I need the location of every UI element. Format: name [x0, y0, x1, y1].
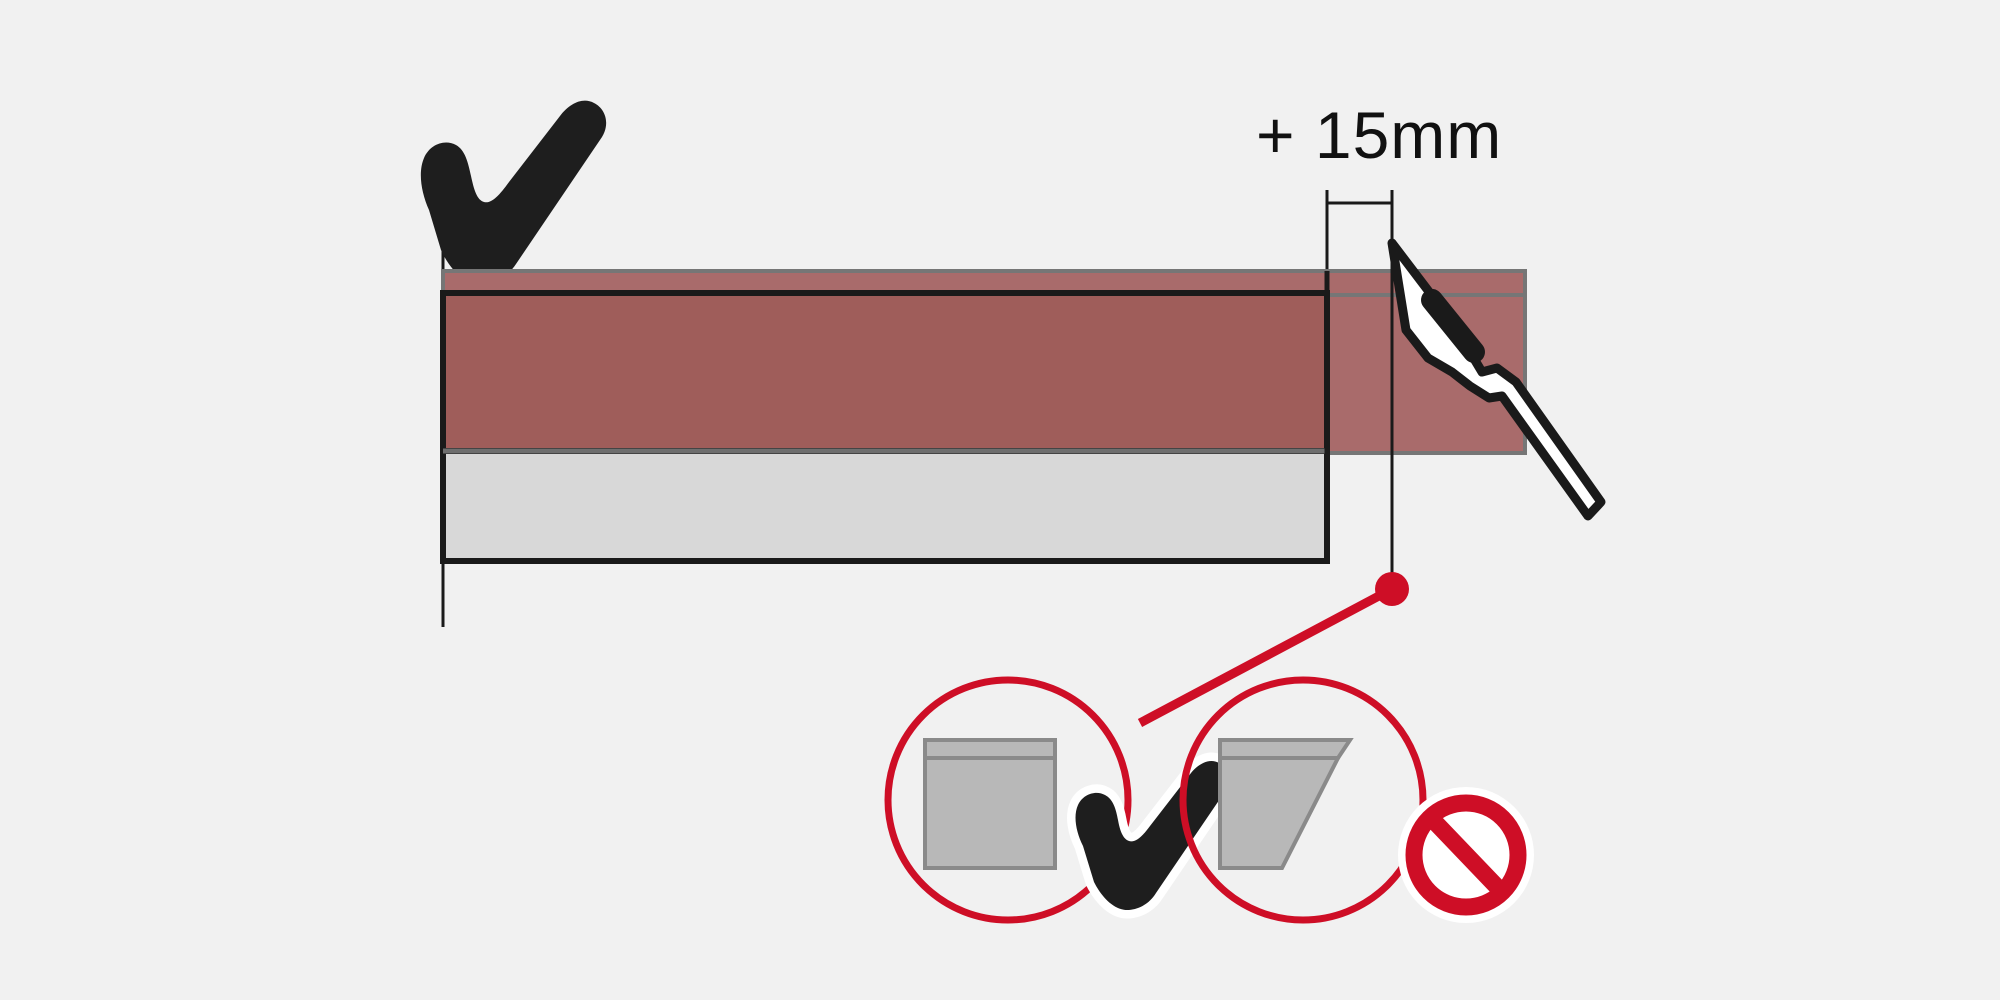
check-good-glyph — [1075, 761, 1230, 911]
prohibition-slash — [1426, 814, 1507, 896]
check-mark-good-cut-icon — [1067, 752, 1238, 919]
panel-gray-core — [440, 448, 1330, 564]
callout-leader-line — [1137, 585, 1395, 727]
detail-bad-angled-cut — [1179, 676, 1534, 924]
prohibited-angled-cut-icon — [1398, 787, 1534, 923]
panel-top-veneer-strip — [441, 269, 1329, 295]
detail-good-body — [923, 756, 1057, 870]
detail-bad-top-strip — [1218, 738, 1354, 760]
detail-good-perpendicular-cut — [884, 676, 1238, 924]
dimension-label: + 15mm — [1256, 98, 1502, 172]
detail-bad-body — [1218, 756, 1342, 870]
callout-origin-dot — [1375, 572, 1409, 606]
craft-knife-blade-icon — [1387, 238, 1606, 521]
detail-circle-bad — [1179, 676, 1427, 924]
check-mark-correct-edge-icon — [420, 100, 607, 286]
knife-blade-slot — [1421, 289, 1485, 363]
detail-circle-good — [884, 676, 1132, 924]
panel-red-face — [440, 290, 1330, 454]
detail-good-top-strip — [923, 738, 1057, 760]
